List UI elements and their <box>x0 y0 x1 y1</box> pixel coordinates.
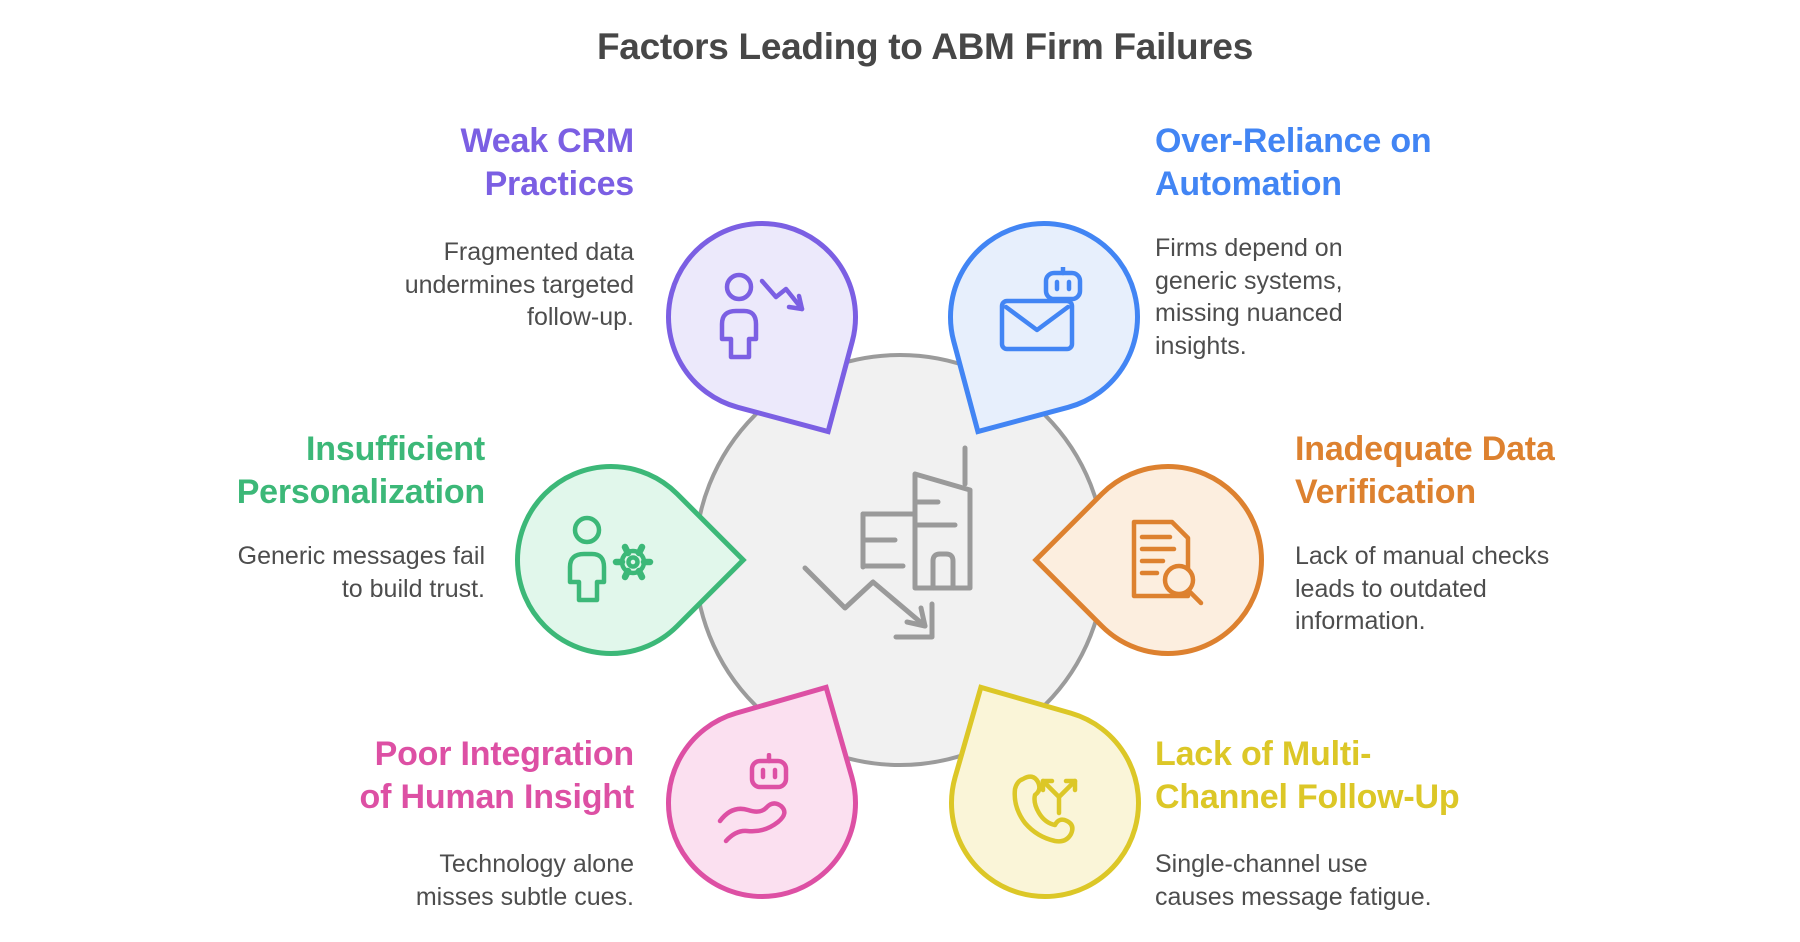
factor-desc-automation: Firms depend on generic systems, missing… <box>1155 234 1343 360</box>
document-search-icon <box>1118 510 1218 610</box>
petal-human-insight <box>643 684 881 922</box>
person-decline-icon <box>712 267 812 367</box>
factor-title-human-insight: Poor Integration of Human Insight <box>359 735 635 816</box>
factor-title-multi-channel: Lack of Multi- Channel Follow-Up <box>1155 735 1460 816</box>
factor-title-weak-crm: Weak CRM Practices <box>460 122 635 203</box>
declining-business-icon <box>802 445 973 640</box>
hand-bot-icon <box>712 753 812 853</box>
petal-personalization <box>475 424 747 696</box>
factor-title-data-verification: Inadequate Data Verification <box>1295 430 1555 511</box>
email-bot-icon <box>994 267 1094 367</box>
factor-desc-multi-channel: Single-channel use causes message fatigu… <box>1155 850 1432 911</box>
petal-data-verification <box>1032 424 1304 696</box>
factor-desc-personalization: Generic messages fail to build trust. <box>237 542 485 603</box>
phone-split-arrows-icon <box>995 753 1095 853</box>
petal-multi-channel <box>926 684 1164 922</box>
person-gear-icon <box>561 510 661 610</box>
factor-desc-weak-crm: Fragmented data undermines targeted foll… <box>404 238 634 331</box>
factor-title-personalization: Insufficient Personalization <box>236 430 485 511</box>
petal-weak-crm <box>644 199 880 435</box>
factor-desc-data-verification: Lack of manual checks leads to outdated … <box>1295 542 1550 635</box>
factor-desc-human-insight: Technology alone misses subtle cues. <box>415 850 634 911</box>
page-title: Factors Leading to ABM Firm Failures <box>597 26 1253 67</box>
factor-title-automation: Over-Reliance on Automation <box>1155 122 1432 203</box>
petal-automation <box>926 199 1162 435</box>
